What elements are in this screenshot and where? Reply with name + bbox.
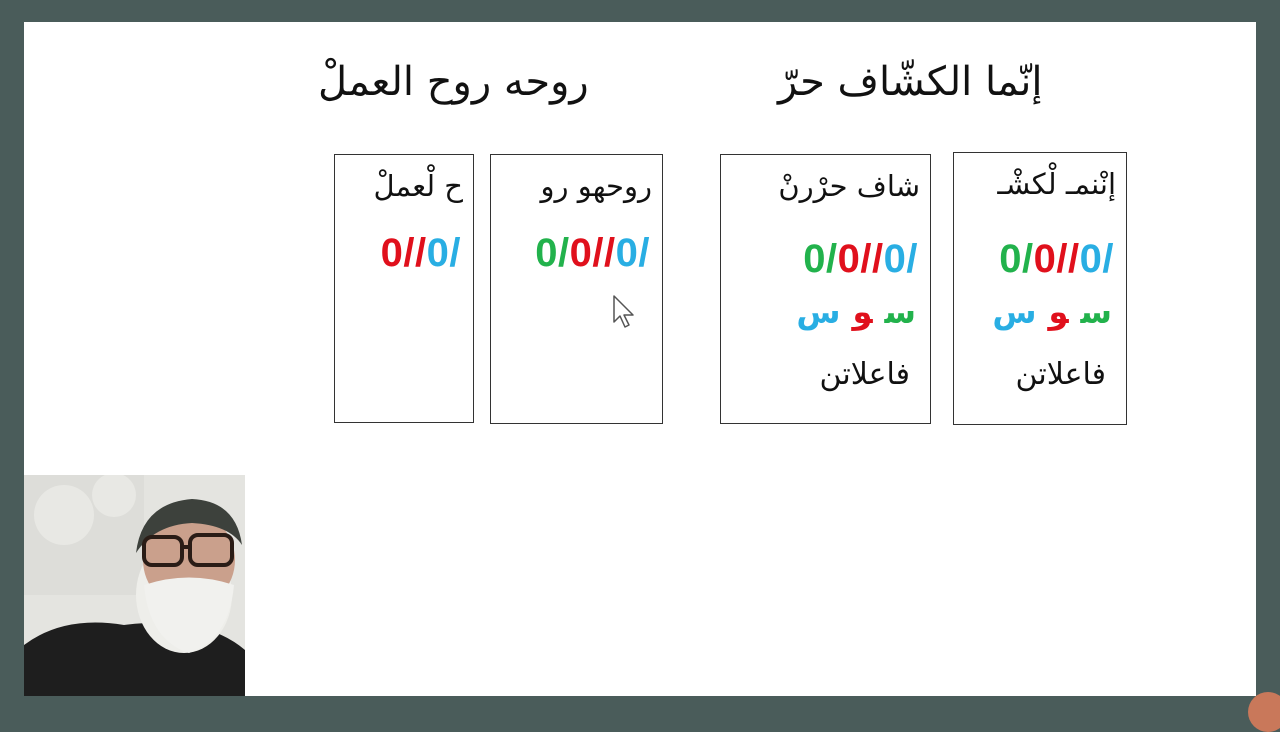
prosody-pattern: 0//0/	[381, 231, 461, 276]
pattern-segment: /	[826, 237, 838, 281]
prosody-pattern: 0/0//0/	[535, 231, 650, 276]
pattern-segment: /	[558, 231, 570, 275]
sabab-watad-labels: سوس	[980, 293, 1112, 331]
tafila-label: فاعلاتن	[819, 357, 910, 392]
sabab-letter: س	[796, 293, 841, 331]
pattern-segment: 0	[1079, 237, 1103, 281]
pattern-segment: //	[403, 231, 427, 275]
sabab-letter: س	[992, 293, 1037, 331]
scansion-card-4: ح لْعملْ 0//0/	[334, 154, 474, 423]
pattern-segment: 0	[999, 237, 1023, 281]
pattern-segment: 0	[535, 231, 559, 275]
card-word: روحهو رو	[540, 169, 652, 203]
prosody-pattern: 0/0//0/	[999, 237, 1114, 282]
pattern-segment: /	[906, 237, 918, 281]
sabab-letter: و	[852, 293, 873, 331]
pattern-segment: //	[1056, 237, 1080, 281]
verse-hemistich-right: إنّما الكشّاف حرّ	[778, 59, 1043, 105]
pattern-segment: 0	[1033, 237, 1057, 281]
scansion-card-2: شاف حرْرنْ 0/0//0/ سوس فاعلاتن	[720, 154, 931, 424]
pattern-segment: /	[638, 231, 650, 275]
verse-hemistich-left: روحه روح العملْ	[318, 59, 589, 105]
sabab-watad-labels: سوس	[784, 293, 916, 331]
prosody-pattern: 0/0//0/	[803, 237, 918, 282]
pattern-segment: 0	[883, 237, 907, 281]
pattern-segment: 0	[380, 231, 404, 275]
sabab-letter: س	[884, 293, 916, 331]
pattern-segment: 0	[615, 231, 639, 275]
tafila-label: فاعلاتن	[1015, 357, 1106, 392]
corner-logo-icon	[1248, 692, 1280, 732]
scansion-card-1: إنْنمـ لْكشْـ 0/0//0/ سوس فاعلاتن	[953, 152, 1127, 425]
pattern-segment: 0	[569, 231, 593, 275]
pattern-segment: /	[1022, 237, 1034, 281]
mouse-pointer-icon	[613, 295, 634, 328]
card-word: ح لْعملْ	[373, 169, 464, 203]
presenter-image	[24, 475, 245, 696]
pattern-segment: 0	[837, 237, 861, 281]
pattern-segment: //	[592, 231, 616, 275]
pattern-segment: 0	[803, 237, 827, 281]
sabab-letter: س	[1080, 293, 1112, 331]
card-word: إنْنمـ لْكشْـ	[997, 167, 1116, 201]
scansion-card-3: روحهو رو 0/0//0/	[490, 154, 663, 424]
pattern-segment: //	[860, 237, 884, 281]
presenter-webcam	[24, 475, 245, 696]
pattern-segment: /	[449, 231, 461, 275]
card-word: شاف حرْرنْ	[778, 169, 920, 203]
sabab-letter: و	[1048, 293, 1069, 331]
bottom-bar	[0, 696, 1280, 720]
pattern-segment: /	[1102, 237, 1114, 281]
pattern-segment: 0	[426, 231, 450, 275]
